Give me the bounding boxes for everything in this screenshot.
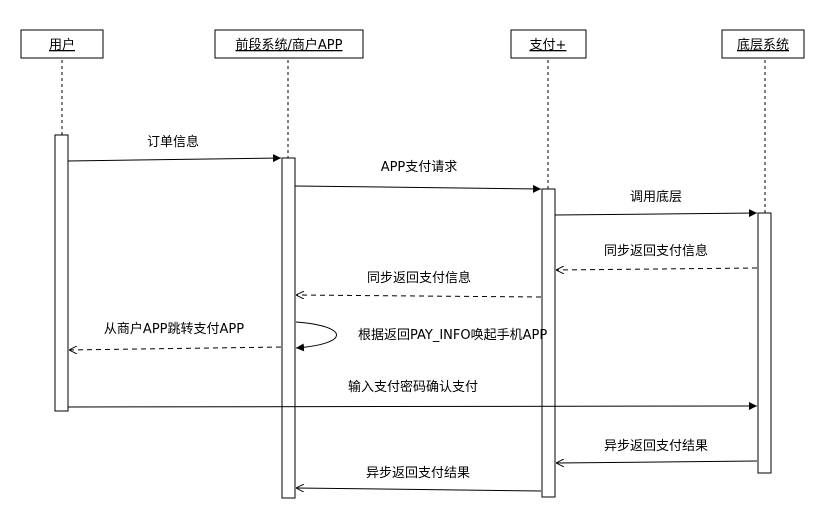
actor-user: 用户 bbox=[20, 29, 104, 59]
message-arrow-2 bbox=[294, 184, 542, 193]
activation-user bbox=[54, 134, 69, 412]
actor-user-label: 用户 bbox=[49, 37, 75, 53]
activation-base bbox=[757, 212, 772, 474]
activation-merchant bbox=[281, 157, 296, 499]
message-arrow-10 bbox=[296, 488, 542, 491]
message-arrow-9 bbox=[556, 461, 758, 463]
message-arrow-4 bbox=[556, 268, 758, 270]
activation-pay bbox=[541, 188, 556, 498]
message-label-8: 输入支付密码确认支付 bbox=[348, 379, 478, 395]
actor-base: 底层系统 bbox=[721, 29, 805, 59]
message-arrow-3 bbox=[554, 209, 758, 218]
message-label-1: 订单信息 bbox=[147, 134, 199, 150]
message-arrow-1 bbox=[67, 154, 282, 163]
message-label-9: 异步返回支付结果 bbox=[604, 439, 708, 454]
message-arrow-6 bbox=[295, 321, 337, 352]
message-label-3: 调用底层 bbox=[630, 189, 682, 205]
message-label-5: 同步返回支付信息 bbox=[367, 270, 471, 286]
actor-pay-label: 支付+ bbox=[530, 38, 567, 53]
message-label-4: 同步返回支付信息 bbox=[604, 243, 708, 259]
message-arrow-5 bbox=[296, 295, 542, 297]
message-arrow-7 bbox=[69, 347, 282, 350]
actor-base-label: 底层系统 bbox=[737, 37, 789, 53]
actor-merchant: 前段系统/商户APP bbox=[214, 29, 364, 59]
message-label-6: 根据返回PAY_INFO唤起手机APP bbox=[358, 328, 547, 343]
message-arrow-8 bbox=[67, 402, 758, 411]
message-label-2: APP支付请求 bbox=[381, 160, 458, 175]
actor-pay: 支付+ bbox=[510, 29, 587, 59]
message-label-10: 异步返回支付结果 bbox=[366, 466, 470, 481]
actor-merchant-label: 前段系统/商户APP bbox=[236, 37, 343, 53]
message-label-7: 从商户APP跳转支付APP bbox=[104, 321, 244, 337]
